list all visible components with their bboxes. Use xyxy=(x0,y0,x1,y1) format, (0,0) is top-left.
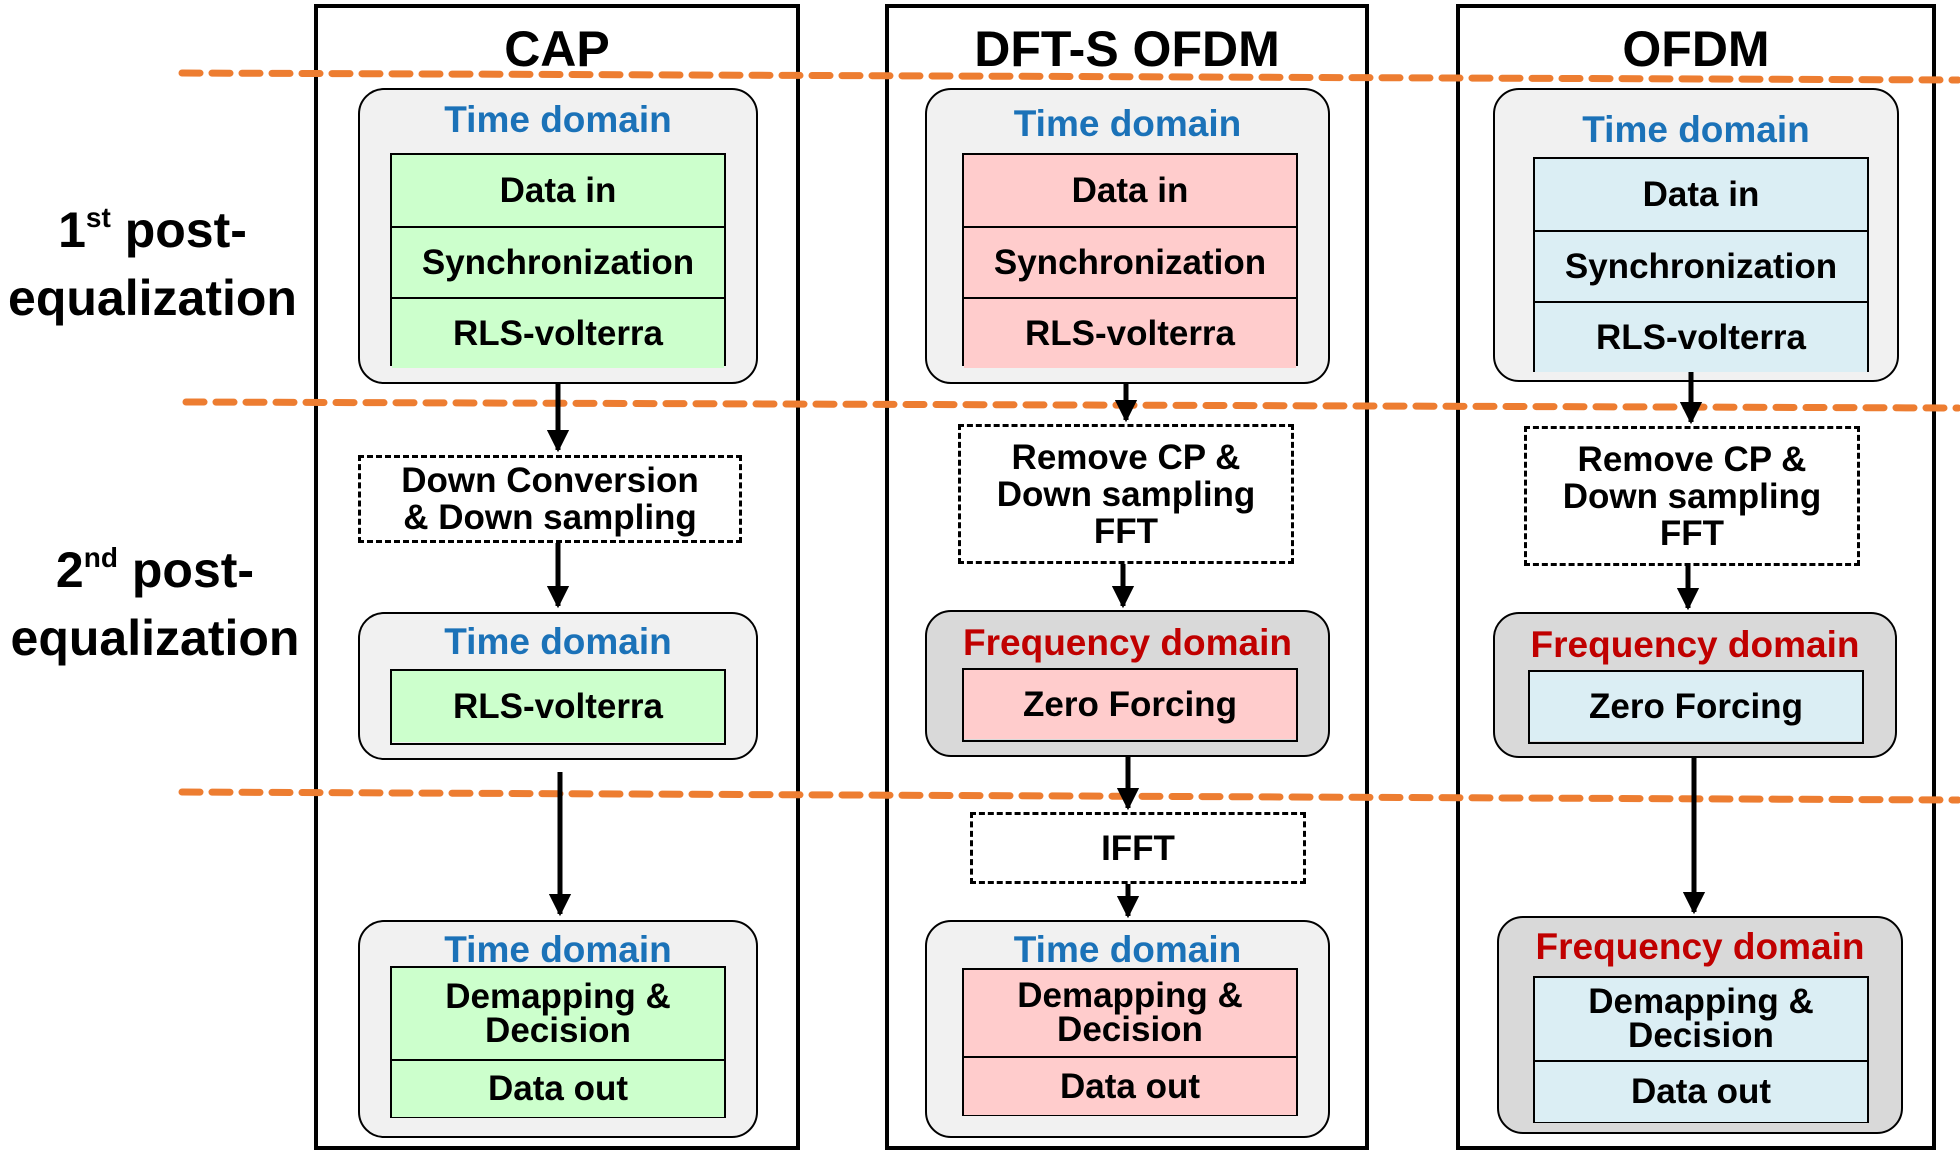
row-label-number: 1 xyxy=(58,202,86,258)
column-title: CAP xyxy=(504,21,610,77)
separator-lines xyxy=(178,69,1960,804)
row-label-text: equalization xyxy=(10,610,300,666)
domain-label: Frequency domain xyxy=(963,622,1292,663)
block-data-out: Data out xyxy=(392,1059,724,1117)
row-label-ordinal: st xyxy=(85,202,111,233)
separator-line-top xyxy=(178,69,1960,84)
domain-label: Frequency domain xyxy=(1535,926,1865,967)
block-rls-volterra: RLS-volterra xyxy=(964,297,1296,368)
domain-label: Time domain xyxy=(1582,109,1810,150)
column-dft-s-ofdm: DFT-S OFDM xyxy=(885,4,1369,1150)
block-zero-forcing: Zero Forcing xyxy=(1530,672,1862,741)
block-rls-volterra: RLS-volterra xyxy=(392,297,724,368)
column-cap: CAP xyxy=(314,4,800,1150)
block-rls-volterra: RLS-volterra xyxy=(392,671,724,742)
domain-label: Time domain xyxy=(444,621,672,662)
row-label-second-post-equalization: 2nd post- equalization xyxy=(0,540,310,668)
block-data-out: Data out xyxy=(1535,1060,1867,1122)
block-data-out: Data out xyxy=(964,1056,1296,1115)
separator-line-middle xyxy=(182,398,1960,412)
block-data-in: Data in xyxy=(964,155,1296,226)
domain-label: Time domain xyxy=(1013,103,1242,144)
cap-processing-stack-2: RLS-volterra xyxy=(390,669,726,745)
block-zero-forcing: Zero Forcing xyxy=(964,670,1296,739)
ofdm-processing-stack-1: Data in Synchronization RLS-volterra xyxy=(1533,157,1869,372)
flow-arrows xyxy=(546,372,1706,919)
dft-remove-cp-fft-block: Remove CP & Down sampling FFT xyxy=(958,424,1294,564)
column-ofdm: OFDM xyxy=(1456,4,1936,1150)
block-demapping-decision: Demapping & Decision xyxy=(964,970,1296,1056)
domain-label: Time domain xyxy=(444,929,672,970)
row-label-ordinal: nd xyxy=(83,542,118,573)
cap-down-conversion-block: Down Conversion & Down sampling xyxy=(358,455,742,543)
domain-label: Frequency domain xyxy=(1530,624,1860,665)
ofdm-remove-cp-fft-block: Remove CP & Down sampling FFT xyxy=(1524,426,1860,566)
domain-label: Time domain xyxy=(444,99,672,140)
ofdm-processing-stack-2: Zero Forcing xyxy=(1528,670,1864,744)
row-label-text: equalization xyxy=(8,270,297,326)
dft-processing-stack-2: Zero Forcing xyxy=(962,668,1298,742)
dft-processing-stack-1: Data in Synchronization RLS-volterra xyxy=(962,153,1298,368)
block-data-in: Data in xyxy=(392,155,724,226)
row-label-first-post-equalization: 1st post- equalization xyxy=(0,200,305,328)
block-synchronization: Synchronization xyxy=(1535,230,1867,301)
block-synchronization: Synchronization xyxy=(964,226,1296,297)
cap-processing-stack-1: Data in Synchronization RLS-volterra xyxy=(390,153,726,368)
column-title: OFDM xyxy=(1622,21,1770,77)
dft-ifft-block: IFFT xyxy=(970,812,1306,884)
block-rls-volterra: RLS-volterra xyxy=(1535,301,1867,372)
domain-label: Time domain xyxy=(1013,929,1242,970)
row-label-text: post- xyxy=(124,202,247,258)
block-demapping-decision: Demapping & Decision xyxy=(1535,978,1867,1060)
block-data-in: Data in xyxy=(1535,159,1867,230)
dft-processing-stack-3: Demapping & Decision Data out xyxy=(962,968,1298,1116)
ofdm-processing-stack-3: Demapping & Decision Data out xyxy=(1533,976,1869,1123)
column-title: DFT-S OFDM xyxy=(974,21,1280,77)
block-synchronization: Synchronization xyxy=(392,226,724,297)
separator-line-bottom xyxy=(178,788,1960,804)
row-label-text: post- xyxy=(131,542,255,598)
cap-processing-stack-3: Demapping & Decision Data out xyxy=(390,966,726,1118)
row-label-number: 2 xyxy=(55,542,84,598)
block-demapping-decision: Demapping & Decision xyxy=(392,968,724,1059)
